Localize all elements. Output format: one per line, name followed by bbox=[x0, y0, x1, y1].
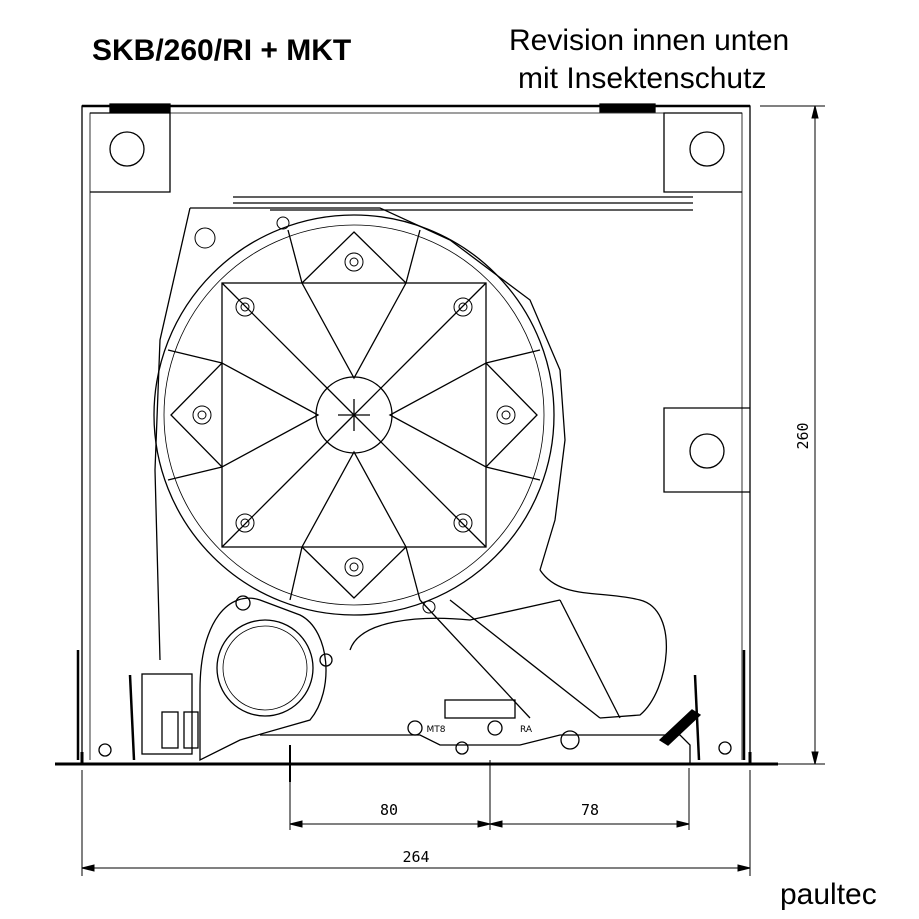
dimension-height: 260 bbox=[794, 422, 812, 449]
bolt-markers bbox=[192, 216, 516, 614]
bottom-profile bbox=[55, 650, 778, 782]
part-label-a: MT8 bbox=[427, 725, 446, 735]
brand-label: paultec bbox=[780, 878, 877, 911]
roller-drum bbox=[153, 214, 555, 616]
housing-outline bbox=[81, 103, 751, 760]
mounting-tab-mid-right bbox=[663, 407, 750, 493]
top-rail bbox=[233, 196, 693, 211]
mounting-tab-top-right bbox=[663, 112, 742, 193]
dimension-total-width: 264 bbox=[402, 848, 429, 866]
side-bracket bbox=[154, 207, 668, 719]
dimension-lines bbox=[81, 105, 825, 876]
model-title: SKB/260/RI + MKT bbox=[92, 34, 352, 67]
part-label-b: RA bbox=[520, 725, 533, 735]
dimension-left-segment: 80 bbox=[380, 801, 398, 819]
dimension-right-segment: 78 bbox=[581, 801, 599, 819]
insect-screen-roller bbox=[141, 595, 333, 762]
description-line-2: mit Insektenschutz bbox=[518, 62, 767, 95]
mounting-tab-top-left bbox=[90, 112, 171, 193]
description-line-1: Revision innen unten bbox=[509, 24, 790, 57]
